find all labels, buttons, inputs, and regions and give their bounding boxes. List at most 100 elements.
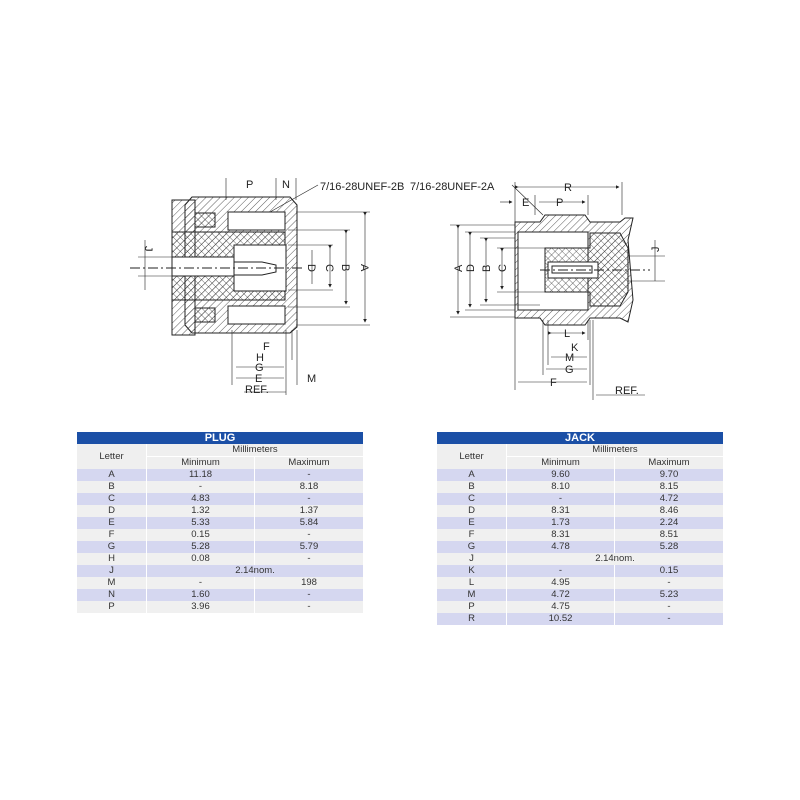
cell-min: 1.60: [147, 589, 255, 601]
jack-table: JACK Letter Millimeters Minimum Maximum …: [437, 432, 723, 625]
dim-label: A: [453, 264, 465, 272]
cell-letter: M: [77, 577, 147, 589]
cell-letter: K: [437, 565, 507, 577]
plug-drawing: [130, 178, 370, 395]
dim-label: F: [263, 341, 270, 353]
cell-letter: M: [437, 589, 507, 601]
table-header: Letter Millimeters Minimum Maximum: [77, 444, 363, 469]
cell-min: 4.95: [507, 577, 615, 589]
col-letter: Letter: [77, 444, 147, 469]
table-header: Letter Millimeters Minimum Maximum: [437, 444, 723, 469]
cell-min: 10.52: [507, 613, 615, 625]
col-letter: Letter: [437, 444, 507, 469]
table-row: C-4.72: [437, 493, 723, 505]
col-max: Maximum: [288, 457, 330, 468]
dim-label: M: [307, 373, 316, 385]
dim-label: B: [339, 264, 351, 271]
cell-letter: R: [437, 613, 507, 625]
col-max: Maximum: [648, 457, 690, 468]
dim-label: C: [323, 264, 335, 272]
cell-min: 8.10: [507, 481, 615, 493]
dim-label: M: [565, 352, 574, 364]
cell-letter: B: [437, 481, 507, 493]
cell-min: 4.78: [507, 541, 615, 553]
dim-label: C: [497, 264, 509, 272]
dim-label: G: [565, 364, 574, 376]
cell-min: 0.15: [147, 529, 255, 541]
cell-letter: N: [77, 589, 147, 601]
col-min: Minimum: [507, 457, 615, 469]
cell-min: -: [507, 493, 615, 505]
cell-letter: C: [437, 493, 507, 505]
plug-dimension-labels: P N 7/16-28UNEF-2B J D C B A F H G E M R…: [142, 179, 404, 396]
dim-label: P: [556, 197, 563, 209]
cell-max: 5.79: [299, 541, 319, 552]
dim-label: B: [481, 265, 493, 272]
cell-max: 2.24: [659, 517, 679, 528]
cell-letter: P: [77, 601, 147, 613]
dim-label: L: [564, 328, 570, 340]
dim-label: J: [142, 246, 154, 252]
cell-min: 4.72: [507, 589, 615, 601]
cell-letter: F: [437, 529, 507, 541]
cell-min: -: [507, 565, 615, 577]
col-group: Millimeters: [147, 444, 363, 457]
cell-min: 4.75: [507, 601, 615, 613]
table-row: M-198: [77, 577, 363, 589]
cell-letter: P: [437, 601, 507, 613]
cell-nominal: 2.14nom.: [595, 553, 635, 564]
table-row: K- 0.15: [437, 565, 723, 577]
cell-max: 5.84: [299, 517, 319, 528]
cell-letter: L: [437, 577, 507, 589]
cell-min: 5.28: [147, 541, 255, 553]
cell-letter: H: [77, 553, 147, 565]
dim-label: G: [255, 362, 264, 374]
cell-max: 5.28: [659, 541, 679, 552]
cell-letter: C: [77, 493, 147, 505]
ref-label: REF.: [245, 384, 269, 396]
dim-label: H: [256, 352, 264, 364]
cell-max: 8.46: [659, 505, 679, 516]
cell-max: 9.70: [659, 469, 679, 480]
dim-label: K: [571, 342, 579, 354]
cell-max: 198: [301, 577, 317, 588]
table-row: J 2.14nom.: [437, 553, 723, 565]
cell-max: -: [307, 493, 311, 504]
cell-min: 0.08: [147, 553, 255, 565]
cell-max: -: [307, 553, 311, 564]
ref-label: REF.: [615, 385, 639, 397]
cell-letter: J: [437, 553, 507, 565]
dim-label: A: [358, 264, 370, 272]
table-title: PLUG: [77, 432, 363, 444]
col-group: Millimeters: [507, 444, 723, 457]
cell-min: 8.31: [507, 505, 615, 517]
plug-table: PLUG Letter Millimeters Minimum Maximum …: [77, 432, 363, 613]
cell-max: 0.15: [659, 565, 679, 576]
cell-min: 1.73: [507, 517, 615, 529]
cell-min: 5.33: [147, 517, 255, 529]
cell-nominal: 2.14nom.: [235, 565, 275, 576]
cell-letter: B: [77, 481, 147, 493]
cell-letter: G: [77, 541, 147, 553]
jack-drawing: [450, 182, 665, 400]
thread-label: 7/16-28UNEF-2A: [410, 181, 495, 193]
dim-label: D: [305, 264, 317, 272]
jack-dimension-labels: R E P 7/16-28UNEF-2A A D B C J L K M G F…: [410, 181, 662, 397]
cell-max: -: [667, 577, 671, 588]
cell-min: 8.31: [507, 529, 615, 541]
cell-letter: D: [77, 505, 147, 517]
table-row: B-8.18: [77, 481, 363, 493]
cell-min: -: [147, 481, 255, 493]
